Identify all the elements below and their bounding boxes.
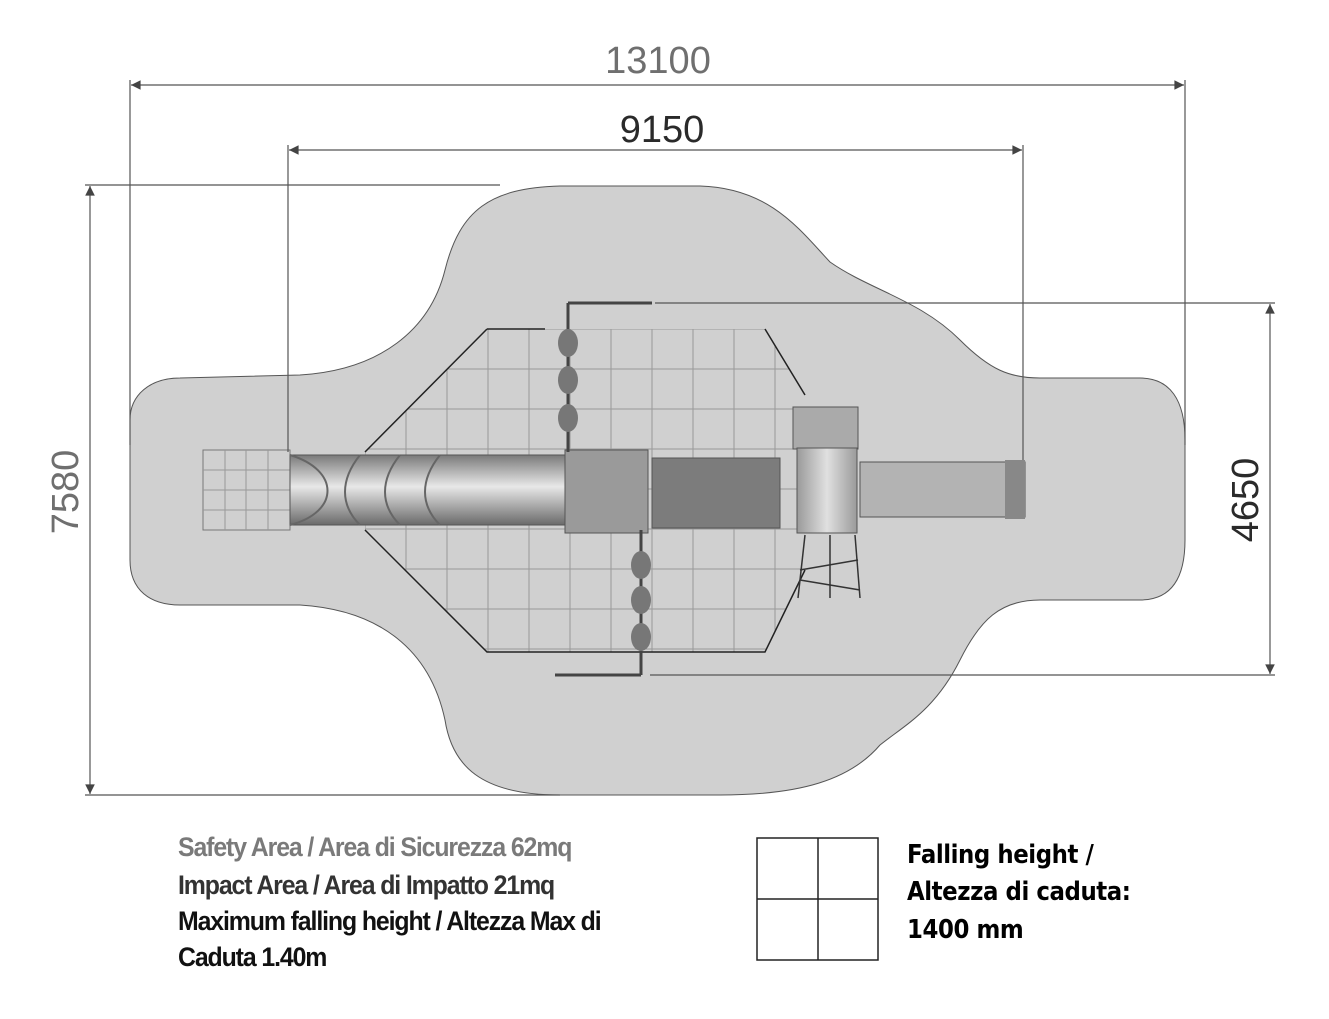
- structure-width-label: 9150: [620, 109, 705, 151]
- climbing-wall-bottom: [555, 530, 651, 677]
- dimension-lines: [85, 80, 1275, 796]
- play-structure: [289, 301, 1026, 677]
- safety-area-legend: Safety Area / Area di Sicurezza 62mq: [178, 832, 572, 862]
- structure-depth-label: 4650: [1225, 458, 1267, 543]
- bridge: [651, 457, 781, 529]
- tower-roof: [792, 406, 859, 450]
- impact-area-legend-symbol: [756, 837, 879, 961]
- max-falling-height-line2: Caduta 1.40m: [178, 942, 327, 972]
- tower: [796, 447, 858, 534]
- falling-height-line1: Falling height /: [907, 840, 1094, 870]
- impact-area-legend: Impact Area / Area di Impatto 21mq: [178, 870, 555, 900]
- platform: [564, 449, 649, 534]
- falling-height-line3: 1400 mm: [907, 915, 1024, 945]
- tube-slide: [289, 454, 566, 526]
- overall-width-label: 13100: [605, 40, 711, 82]
- falling-height-line2: Altezza di caduta:: [907, 877, 1131, 907]
- climbing-wall-top: [558, 301, 652, 452]
- impact-area: [202, 328, 806, 653]
- max-falling-height-line1: Maximum falling height / Altezza Max di: [178, 906, 602, 936]
- overall-depth-label: 7580: [45, 450, 87, 535]
- straight-slide: [859, 461, 1026, 518]
- ladder: [797, 534, 861, 599]
